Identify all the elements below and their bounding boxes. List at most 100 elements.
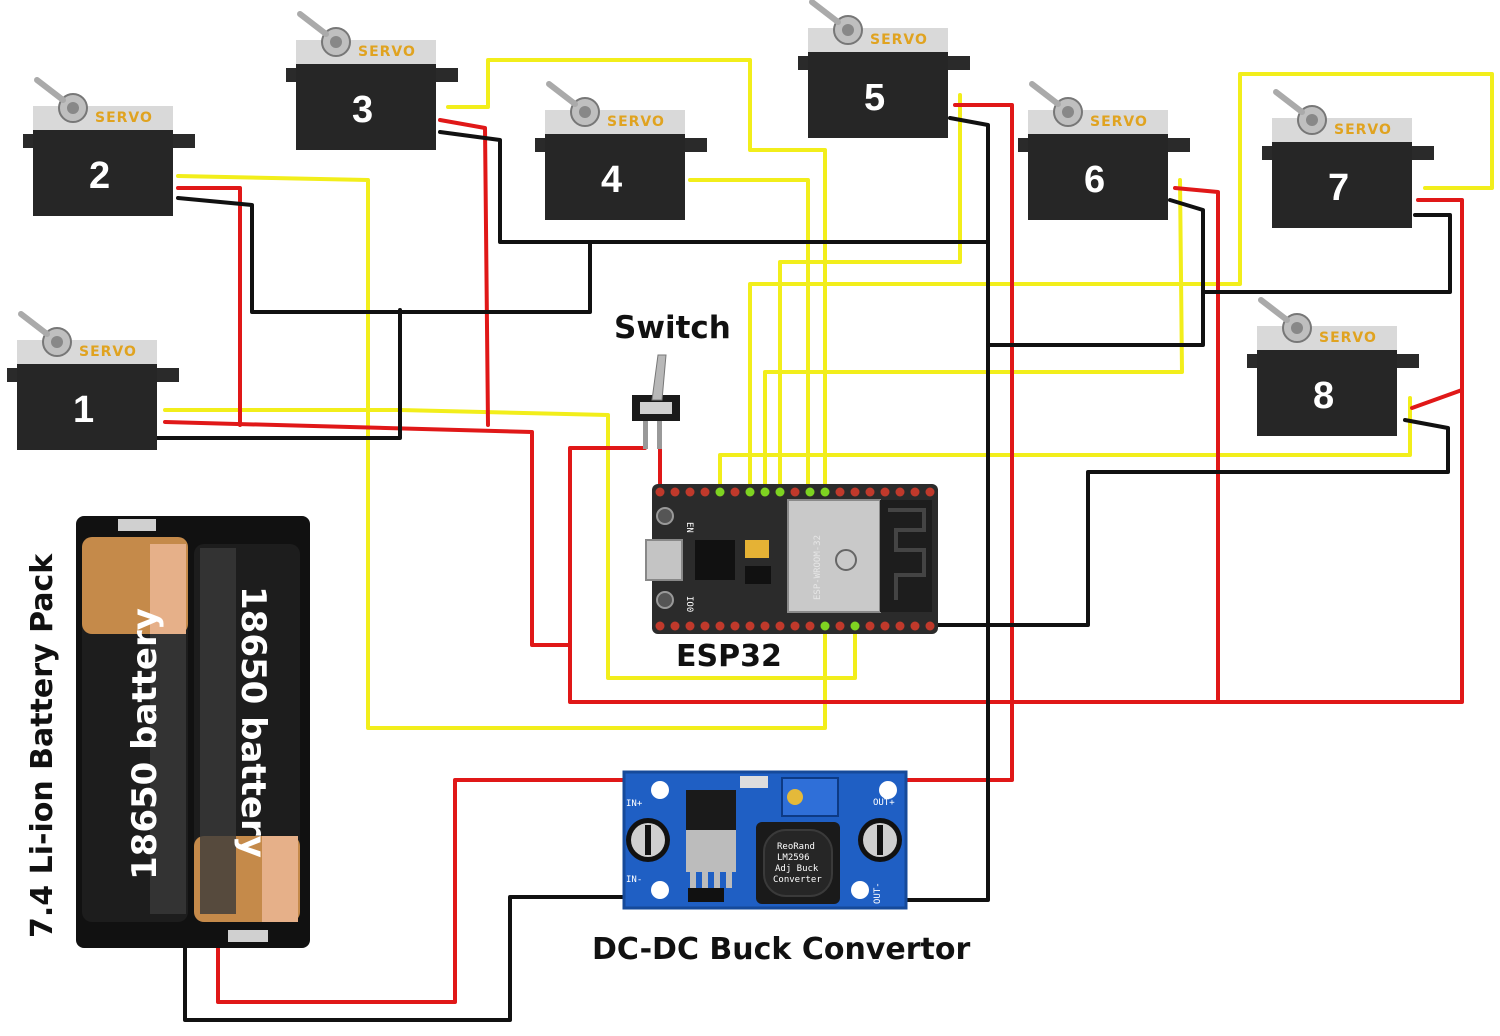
servo-label: SERVO [870,32,928,48]
chip-line-1: ReoRand [777,842,815,852]
esp32-pin [910,621,920,631]
servo-label: SERVO [1090,114,1148,130]
esp32-module-text: ESP-WROOM-32 [813,535,823,600]
servo-number: 6 [1084,159,1105,201]
servo-1: SERVO 1 [7,314,179,450]
esp32-pin [895,487,905,497]
ground-wire-servo3 [438,130,990,244]
ground-wire-servo5 [898,116,990,902]
servo-5: SERVO 5 [798,2,970,138]
power-wire-servo7 [1416,198,1464,392]
buck-converter: ReoRand LM2596 Adj Buck Converter IN+ IN… [622,770,908,910]
servo-number: 2 [89,155,110,197]
ground-wire-servo7 [1201,213,1452,294]
esp32-pin [805,621,815,631]
esp32-bottom-pins [655,621,935,631]
battery-cell-2-label: 18650 battery [233,586,273,858]
esp32-pin [730,487,740,497]
esp32-pin [925,621,935,631]
servo-number: 7 [1328,167,1349,209]
esp32-pin [715,621,725,631]
esp32-pin [745,621,755,631]
esp32-pin [820,621,830,631]
esp32-pin [655,487,665,497]
servo-number: 1 [73,389,94,431]
adjust-potentiometer[interactable] [781,777,839,817]
esp32-pin [700,621,710,631]
chip-line-4: Converter [773,875,822,885]
power-wire-servo6 [1173,186,1220,702]
esp32-pin [670,487,680,497]
in-plus-label: IN+ [626,799,643,809]
signal-wire-servo3 [446,58,827,494]
esp32-pin [670,621,680,631]
esp32-pin [880,487,890,497]
battery-pack: 18650 battery 18650 battery [76,516,310,948]
signal-wire-servo6 [763,178,1184,494]
power-wire-servo1 [163,420,572,647]
esp32-pin [850,621,860,631]
esp32-pin [700,487,710,497]
servo-number: 5 [864,77,885,119]
power-wire-servo5 [953,103,1014,702]
esp32-pin [925,487,935,497]
chip-line-3: Adj Buck [775,864,819,874]
esp32-pin [805,487,815,497]
toggle-switch[interactable] [632,354,680,449]
battery-cell-1-label: 18650 battery [125,608,165,880]
power-wire-battery [216,778,630,1004]
signal-wire-servo2 [176,174,827,730]
servo-label: SERVO [1334,122,1392,138]
ground-wire-servo1 [153,308,402,440]
esp32-pin [685,621,695,631]
esp32-pin [895,621,905,631]
esp32-pin [775,487,785,497]
servo-number: 8 [1313,375,1334,417]
out-minus-label: OUT- [873,882,883,904]
esp32-pin [760,621,770,631]
esp32-board: ESP-WROOM-32 EN IO0 [645,484,938,634]
servo-8: SERVO 8 [1247,300,1419,436]
esp32-pin [715,487,725,497]
signal-wire-servo5 [778,93,962,494]
esp32-pin [760,487,770,497]
en-button[interactable] [656,507,674,525]
esp32-pin [775,621,785,631]
servo-label: SERVO [607,114,665,130]
power-wire-main [568,388,1464,704]
servo-label: SERVO [79,344,137,360]
battery-pack-label: 7.4 Li-ion Battery Pack [25,553,60,938]
signal-wire-servo1 [163,408,857,680]
servo-label: SERVO [95,110,153,126]
servo-2: SERVO 2 [23,80,195,216]
esp32-pin [685,487,695,497]
ground-wire-servo2 [176,196,592,314]
esp32-pin [850,487,860,497]
servo-label: SERVO [1319,330,1377,346]
esp32-pin [820,487,830,497]
esp32-pin [865,621,875,631]
esp32-pin [835,487,845,497]
signal-wire-servo7 [748,72,1494,494]
boot-button[interactable] [656,591,674,609]
chip-line-2: LM2596 [777,853,810,863]
signal-wire-servo8 [718,396,1412,494]
power-wire-servo2 [176,186,242,427]
esp32-pin [835,621,845,631]
ground-wire-servo8 [933,418,1450,627]
esp32-pin [865,487,875,497]
esp32-label: ESP32 [676,639,782,674]
esp32-pin [790,621,800,631]
esp32-pin [880,621,890,631]
servo-3: SERVO 3 [286,14,458,150]
ground-wire-servo6 [986,198,1205,347]
esp32-pin [730,621,740,631]
io0-label: IO0 [684,596,694,612]
servo-7: SERVO 7 [1262,92,1434,228]
buck-label: DC-DC Buck Convertor [592,932,970,967]
servo-number: 3 [352,89,373,131]
servo-number: 4 [601,159,622,201]
ground-wire-battery [183,895,630,1022]
servo-4: SERVO 4 [535,84,707,220]
